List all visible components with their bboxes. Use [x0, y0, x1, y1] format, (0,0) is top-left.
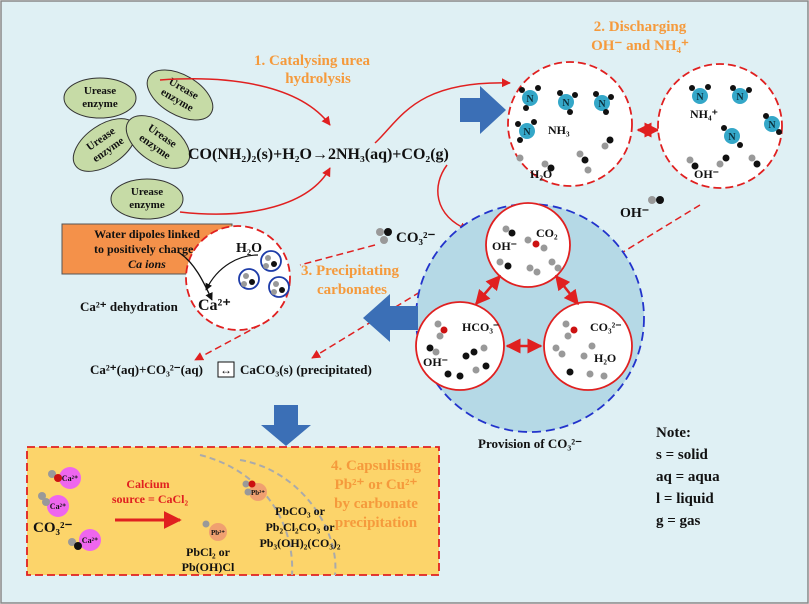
svg-text:Ca²⁺: Ca²⁺ — [82, 536, 98, 545]
svg-text:N: N — [526, 94, 534, 105]
svg-text:Ca²⁺: Ca²⁺ — [50, 502, 66, 511]
c1-oh-label: OH⁻ — [492, 239, 517, 253]
blue-arrow-left — [363, 294, 418, 342]
c2-hco3-label: HCO₃⁻ — [462, 320, 499, 334]
svg-text:N: N — [736, 92, 744, 103]
water-box-pointer — [177, 251, 213, 301]
reversible-arrow: ↔ — [220, 363, 232, 377]
water-box-line2: to positively charged — [94, 242, 200, 256]
svg-text:Pb²⁺: Pb²⁺ — [251, 489, 265, 497]
urea-reaction: CO(NH₂)₂(s)+H₂O→2NH₃(aq)+CO₂(g) — [188, 146, 449, 163]
nitrogen-atom-4: N — [515, 119, 537, 143]
urease-enzyme-5: Urease enzyme — [110, 178, 184, 220]
step2-title-line1: 2. Discharging — [594, 19, 687, 35]
urease-enzyme-4: Urease enzyme — [125, 115, 191, 169]
nh3-circle-h2o-label: H₂O — [530, 167, 552, 181]
water-box-line3: Ca ions — [128, 257, 166, 271]
reaction-to-nh3-arrow — [374, 78, 511, 144]
free-oh-label: OH⁻ — [620, 206, 649, 221]
enzyme-to-reaction-arrow-bottom — [179, 167, 331, 215]
ca-ion-3: Ca²⁺ — [68, 529, 101, 551]
nh4-circle: N N N N NH₄⁺ OH⁻ — [657, 63, 783, 189]
ca-circle-h2o-label: H₂O — [236, 241, 262, 256]
enzyme-label-5b: enzyme — [129, 199, 165, 211]
pbcl-line1: PbCl₂ or — [186, 545, 231, 559]
ca-ion-label: Ca²⁺ — [198, 297, 231, 314]
note-title: Note: — [656, 425, 691, 441]
step4-title-line1: 4. Capsulising — [331, 458, 422, 474]
nh3-label: NH₃ — [548, 123, 570, 137]
co3-dashed-link — [299, 244, 376, 266]
enzyme-to-reaction-arrow-top — [159, 78, 331, 126]
note-item-gas: g = gas — [656, 513, 701, 529]
nitrogen-atom-3: N — [593, 91, 614, 115]
step4-title-line4: precipitation — [335, 515, 418, 531]
pbco3-line2: Pb₂Cl₂CO₃ or — [265, 520, 335, 534]
c3-h2o-label: H₂O — [594, 351, 616, 365]
step2-title-line2: OH⁻ and NH₄⁺ — [591, 38, 689, 54]
carbonate-reaction: Ca²⁺(aq)+CO₃²⁻(aq) — [90, 362, 203, 377]
ca-hydration-circle: H₂O Ca²⁺ — [185, 225, 291, 331]
free-co3-label: CO₃²⁻ — [396, 230, 435, 246]
step3-title-line2: carbonates — [317, 282, 387, 298]
c2-oh-label: OH⁻ — [423, 355, 448, 369]
svg-text:N: N — [728, 132, 736, 143]
pb-ion-1: Pb²⁺ — [242, 480, 267, 501]
co2-to-carbonate-arrow — [437, 164, 469, 231]
nitrogen-atom-5: N — [689, 84, 711, 104]
note-item-solid: s = solid — [656, 447, 709, 463]
pb-ion-2: Pb²⁺ — [202, 520, 227, 541]
water-box-line1: Water dipoles linked — [94, 227, 200, 241]
step1-title-line1: 1. Catalysing urea — [254, 53, 370, 69]
enzyme-label-5a: Urease — [131, 186, 163, 198]
nitrogen-atom-1: N — [519, 85, 541, 111]
svg-text:N: N — [768, 120, 776, 131]
step1-title-line2: hydrolysis — [285, 71, 351, 87]
nitrogen-atom-7: N — [763, 113, 782, 135]
note-item-aqua: aq = aqua — [656, 469, 720, 485]
c3-co3-label: CO₃²⁻ — [590, 320, 622, 334]
ca-to-reaction-arrow — [194, 324, 261, 361]
blue-arrow-to-nh3 — [460, 86, 506, 134]
co3-big-label: CO₃²⁻ — [33, 520, 72, 536]
nitrogen-atom-8: N — [721, 125, 743, 148]
nitrogen-atom-6: N — [730, 85, 752, 104]
pbcl-line2: Pb(OH)Cl — [182, 560, 235, 574]
enzyme-label-1a: Urease — [84, 85, 116, 97]
svg-text:Ca²⁺: Ca²⁺ — [62, 474, 78, 483]
nh3-circle: N N N N NH₃ H₂O — [507, 61, 633, 187]
ca-ion-2: Ca²⁺ — [38, 492, 69, 517]
svg-text:N: N — [523, 127, 531, 138]
svg-text:N: N — [696, 92, 704, 103]
oh-to-carbonate-arrow — [609, 204, 701, 261]
urease-enzyme-1: Urease enzyme — [63, 77, 137, 119]
pbco3-line3: Pb₃(OH)₂(CO₃)₂ — [259, 536, 340, 550]
step3-title-line1: 3. Precipitating — [301, 263, 400, 279]
ca-dehydration-label: Ca²⁺ dehydration — [80, 299, 179, 314]
step4-title-line3: by carbonate — [334, 496, 418, 512]
ca-ion-1: Ca²⁺ — [48, 467, 81, 489]
carbonate-product: CaCO₃(s) (precipitated) — [240, 362, 372, 377]
nitrogen-atom-2: N — [557, 90, 578, 115]
provision-label: Provision of CO₃²⁻ — [478, 436, 582, 451]
carbonate-provision-circle: OH⁻ CO₂ HCO₃⁻ OH⁻ CO₃²⁻ H₂O — [415, 202, 645, 433]
reversible-box — [217, 361, 235, 378]
note-item-liquid: l = liquid — [656, 491, 714, 507]
calcium-source-line1: Calcium — [126, 477, 169, 491]
svg-text:N: N — [598, 99, 606, 110]
svg-text:Pb²⁺: Pb²⁺ — [211, 529, 225, 537]
pbco3-line1: PbCO₃ or — [275, 504, 326, 518]
blue-arrow-down — [261, 405, 311, 446]
nh4-circle-oh-label: OH⁻ — [694, 167, 719, 181]
c1-co2-label: CO₂ — [536, 226, 558, 240]
carbonate-to-reaction-arrow — [311, 291, 421, 359]
step4-title-line2: Pb²⁺ or Cu²⁺ — [335, 477, 418, 493]
enzyme-label-1b: enzyme — [82, 98, 118, 110]
calcium-source-line2: source = CaCl₂ — [112, 492, 189, 506]
nh4-label: NH₄⁺ — [690, 107, 718, 121]
svg-text:N: N — [562, 98, 570, 109]
